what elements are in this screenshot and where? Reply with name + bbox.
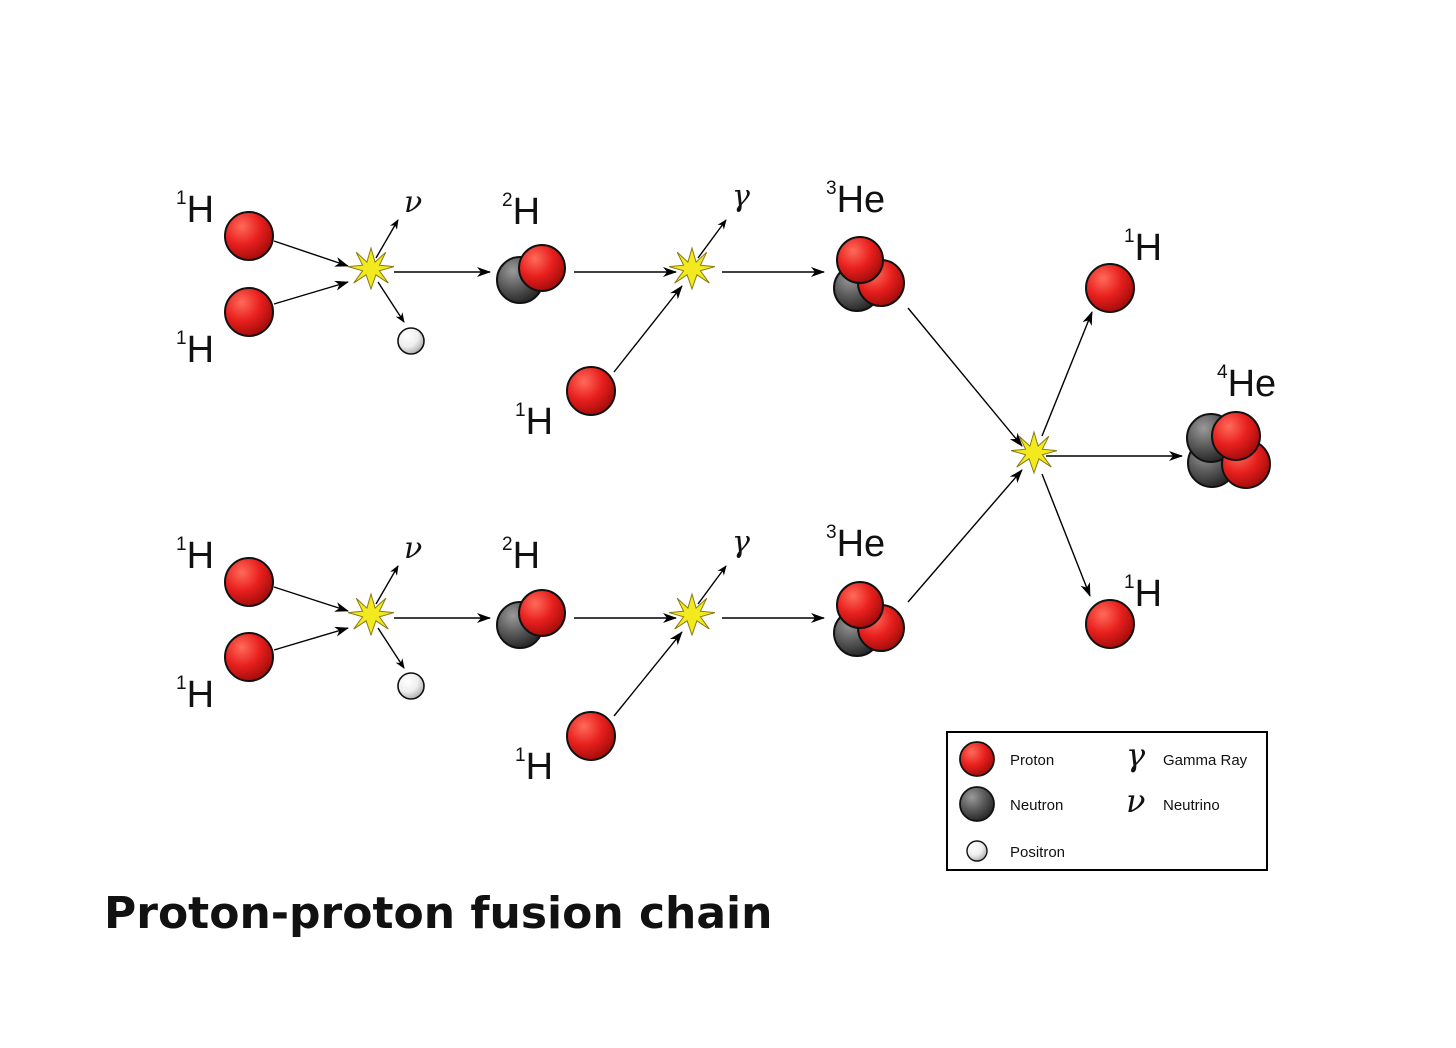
proton — [566, 366, 616, 416]
nuclide-label-4he: 4He — [1217, 362, 1276, 405]
legend-positron-swatch — [966, 840, 988, 862]
fusion-flash-icon — [668, 592, 716, 637]
neutrino-arrow — [375, 565, 399, 605]
neutrino-symbol: ν — [404, 185, 422, 220]
reaction-arrow — [1041, 473, 1091, 597]
positron-arrow — [377, 281, 405, 323]
reaction-arrow — [273, 586, 349, 612]
reaction-arrow — [613, 285, 683, 373]
legend-gamma-symbol: γ — [1126, 736, 1146, 774]
nuclide-label-2h: 2H — [502, 534, 540, 577]
nuclide-label-1h: 1H — [515, 400, 553, 443]
reaction-arrow — [907, 469, 1023, 603]
legend-neutrino-label: Neutrino — [1163, 797, 1220, 814]
nuclide-label-1h: 1H — [1124, 226, 1162, 269]
nuclide-label-1h: 1H — [176, 673, 214, 716]
neutrino-arrow — [375, 219, 399, 259]
gamma-symbol: γ — [732, 179, 750, 214]
legend-positron-label: Positron — [1010, 844, 1065, 861]
proton — [224, 557, 274, 607]
reaction-arrow — [1041, 311, 1093, 437]
proton — [224, 211, 274, 261]
nuclide-label-3he: 3He — [826, 178, 885, 221]
gamma-arrow — [697, 219, 727, 259]
neutrino-symbol: ν — [404, 531, 422, 566]
proton — [1085, 599, 1135, 649]
nuclide-label-1h: 1H — [176, 188, 214, 231]
reaction-arrow — [907, 307, 1023, 447]
proton — [836, 236, 884, 284]
reaction-arrow — [613, 631, 683, 717]
page-title: Proton-proton fusion chain — [104, 888, 773, 939]
proton — [836, 581, 884, 629]
reaction-arrow — [273, 626, 349, 651]
proton — [1211, 411, 1261, 461]
fusion-flash-icon — [1010, 430, 1058, 475]
fusion-flash-icon — [347, 246, 395, 291]
legend-proton-label: Proton — [1010, 752, 1054, 769]
positron — [397, 327, 425, 355]
reaction-arrow — [273, 280, 349, 305]
reaction-arrow — [273, 240, 349, 267]
nuclide-label-1h: 1H — [1124, 572, 1162, 615]
legend-neutron-label: Neutron — [1010, 797, 1063, 814]
nuclide-label-1h: 1H — [176, 328, 214, 371]
nuclide-label-2h: 2H — [502, 190, 540, 233]
nuclide-label-3he: 3He — [826, 522, 885, 565]
positron-arrow — [377, 627, 405, 669]
fusion-flash-icon — [668, 246, 716, 291]
proton — [224, 632, 274, 682]
proton — [518, 589, 566, 637]
legend-neutrino-symbol: ν — [1126, 782, 1145, 820]
nuclide-label-1h: 1H — [176, 534, 214, 577]
legend-gamma-label: Gamma Ray — [1163, 752, 1248, 769]
gamma-symbol: γ — [732, 525, 750, 560]
legend-box — [946, 731, 1268, 871]
fusion-flash-icon — [347, 592, 395, 637]
legend-neutron-swatch — [959, 786, 995, 822]
proton — [518, 244, 566, 292]
proton — [566, 711, 616, 761]
positron — [397, 672, 425, 700]
gamma-arrow — [697, 565, 727, 605]
legend: Proton Neutron Positron γ Gamma Ray ν Ne… — [946, 731, 1268, 871]
legend-proton-swatch — [959, 741, 995, 777]
proton — [224, 287, 274, 337]
proton — [1085, 263, 1135, 313]
nuclide-label-1h: 1H — [515, 745, 553, 788]
